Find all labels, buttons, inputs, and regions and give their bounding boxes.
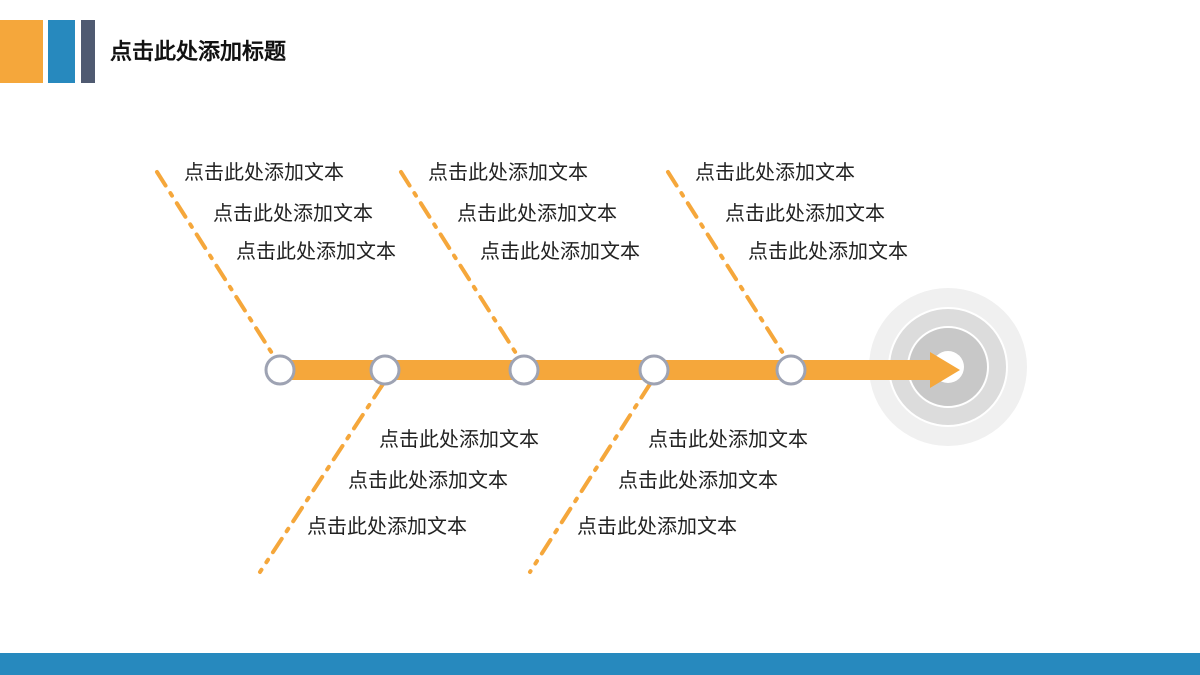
node-5 [775,354,807,386]
page-title[interactable]: 点击此处添加标题 [110,40,287,65]
lower-branch-line-1 [258,382,385,574]
blue-block [48,20,75,83]
upper-branch-line-2 [399,170,521,360]
node-3 [508,354,540,386]
upper-1-label-3[interactable]: 点击此处添加文本 [236,239,396,263]
spine-arrow [280,352,960,388]
lower-2-label-3[interactable]: 点击此处添加文本 [577,514,737,538]
bottom-bar [0,653,1200,675]
lower-1-label-3[interactable]: 点击此处添加文本 [307,514,467,538]
lower-1-label-2[interactable]: 点击此处添加文本 [348,468,508,492]
node-1 [264,354,296,386]
upper-1-label-2[interactable]: 点击此处添加文本 [213,201,373,225]
upper-3-label-2[interactable]: 点击此处添加文本 [725,201,885,225]
node-2 [369,354,401,386]
slate-block [81,20,95,83]
lower-2-label-2[interactable]: 点击此处添加文本 [618,468,778,492]
node-4 [638,354,670,386]
orange-block [0,20,43,83]
upper-branch-line-3 [666,170,788,360]
upper-3-label-3[interactable]: 点击此处添加文本 [748,239,908,263]
lower-1-label-1[interactable]: 点击此处添加文本 [379,427,539,451]
upper-2-label-2[interactable]: 点击此处添加文本 [457,201,617,225]
upper-2-label-3[interactable]: 点击此处添加文本 [480,239,640,263]
lower-2-label-1[interactable]: 点击此处添加文本 [648,427,808,451]
upper-branch-line-1 [155,170,277,360]
lower-branch-line-2 [528,382,652,574]
upper-1-label-1[interactable]: 点击此处添加文本 [184,160,344,184]
upper-2-label-1[interactable]: 点击此处添加文本 [428,160,588,184]
upper-3-label-1[interactable]: 点击此处添加文本 [695,160,855,184]
